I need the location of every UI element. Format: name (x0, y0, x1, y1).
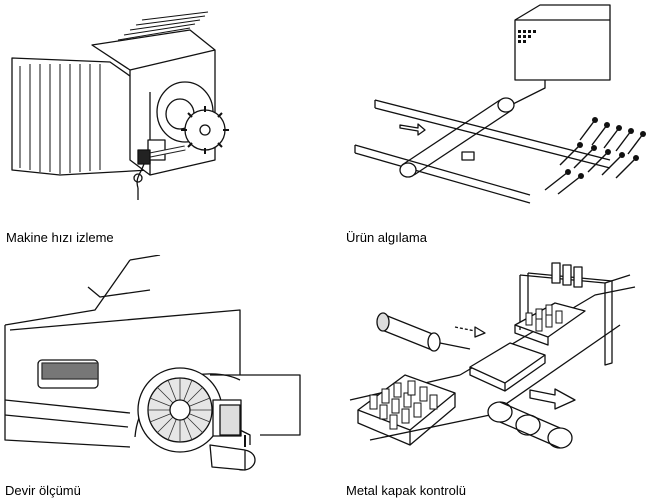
panel-machine-speed: Makine hızı izleme (0, 0, 330, 245)
caption-machine-speed: Makine hızı izleme (6, 230, 114, 245)
caption-product-detection: Ürün algılama (346, 230, 427, 245)
caption-rpm-measurement: Devir ölçümü (5, 483, 81, 498)
conveyor-detection-illustration (330, 0, 646, 225)
motor-sensor-illustration (0, 0, 330, 225)
caption-metal-cap-check: Metal kapak kontrolü (346, 483, 466, 498)
bottle-conveyor-illustration (330, 255, 660, 480)
car-wheel-illustration (0, 255, 330, 480)
panel-product-detection: Ürün algılama (330, 0, 660, 250)
panel-metal-cap-check: Metal kapak kontrolü (330, 255, 660, 503)
panel-rpm-measurement: Devir ölçümü (0, 255, 330, 503)
